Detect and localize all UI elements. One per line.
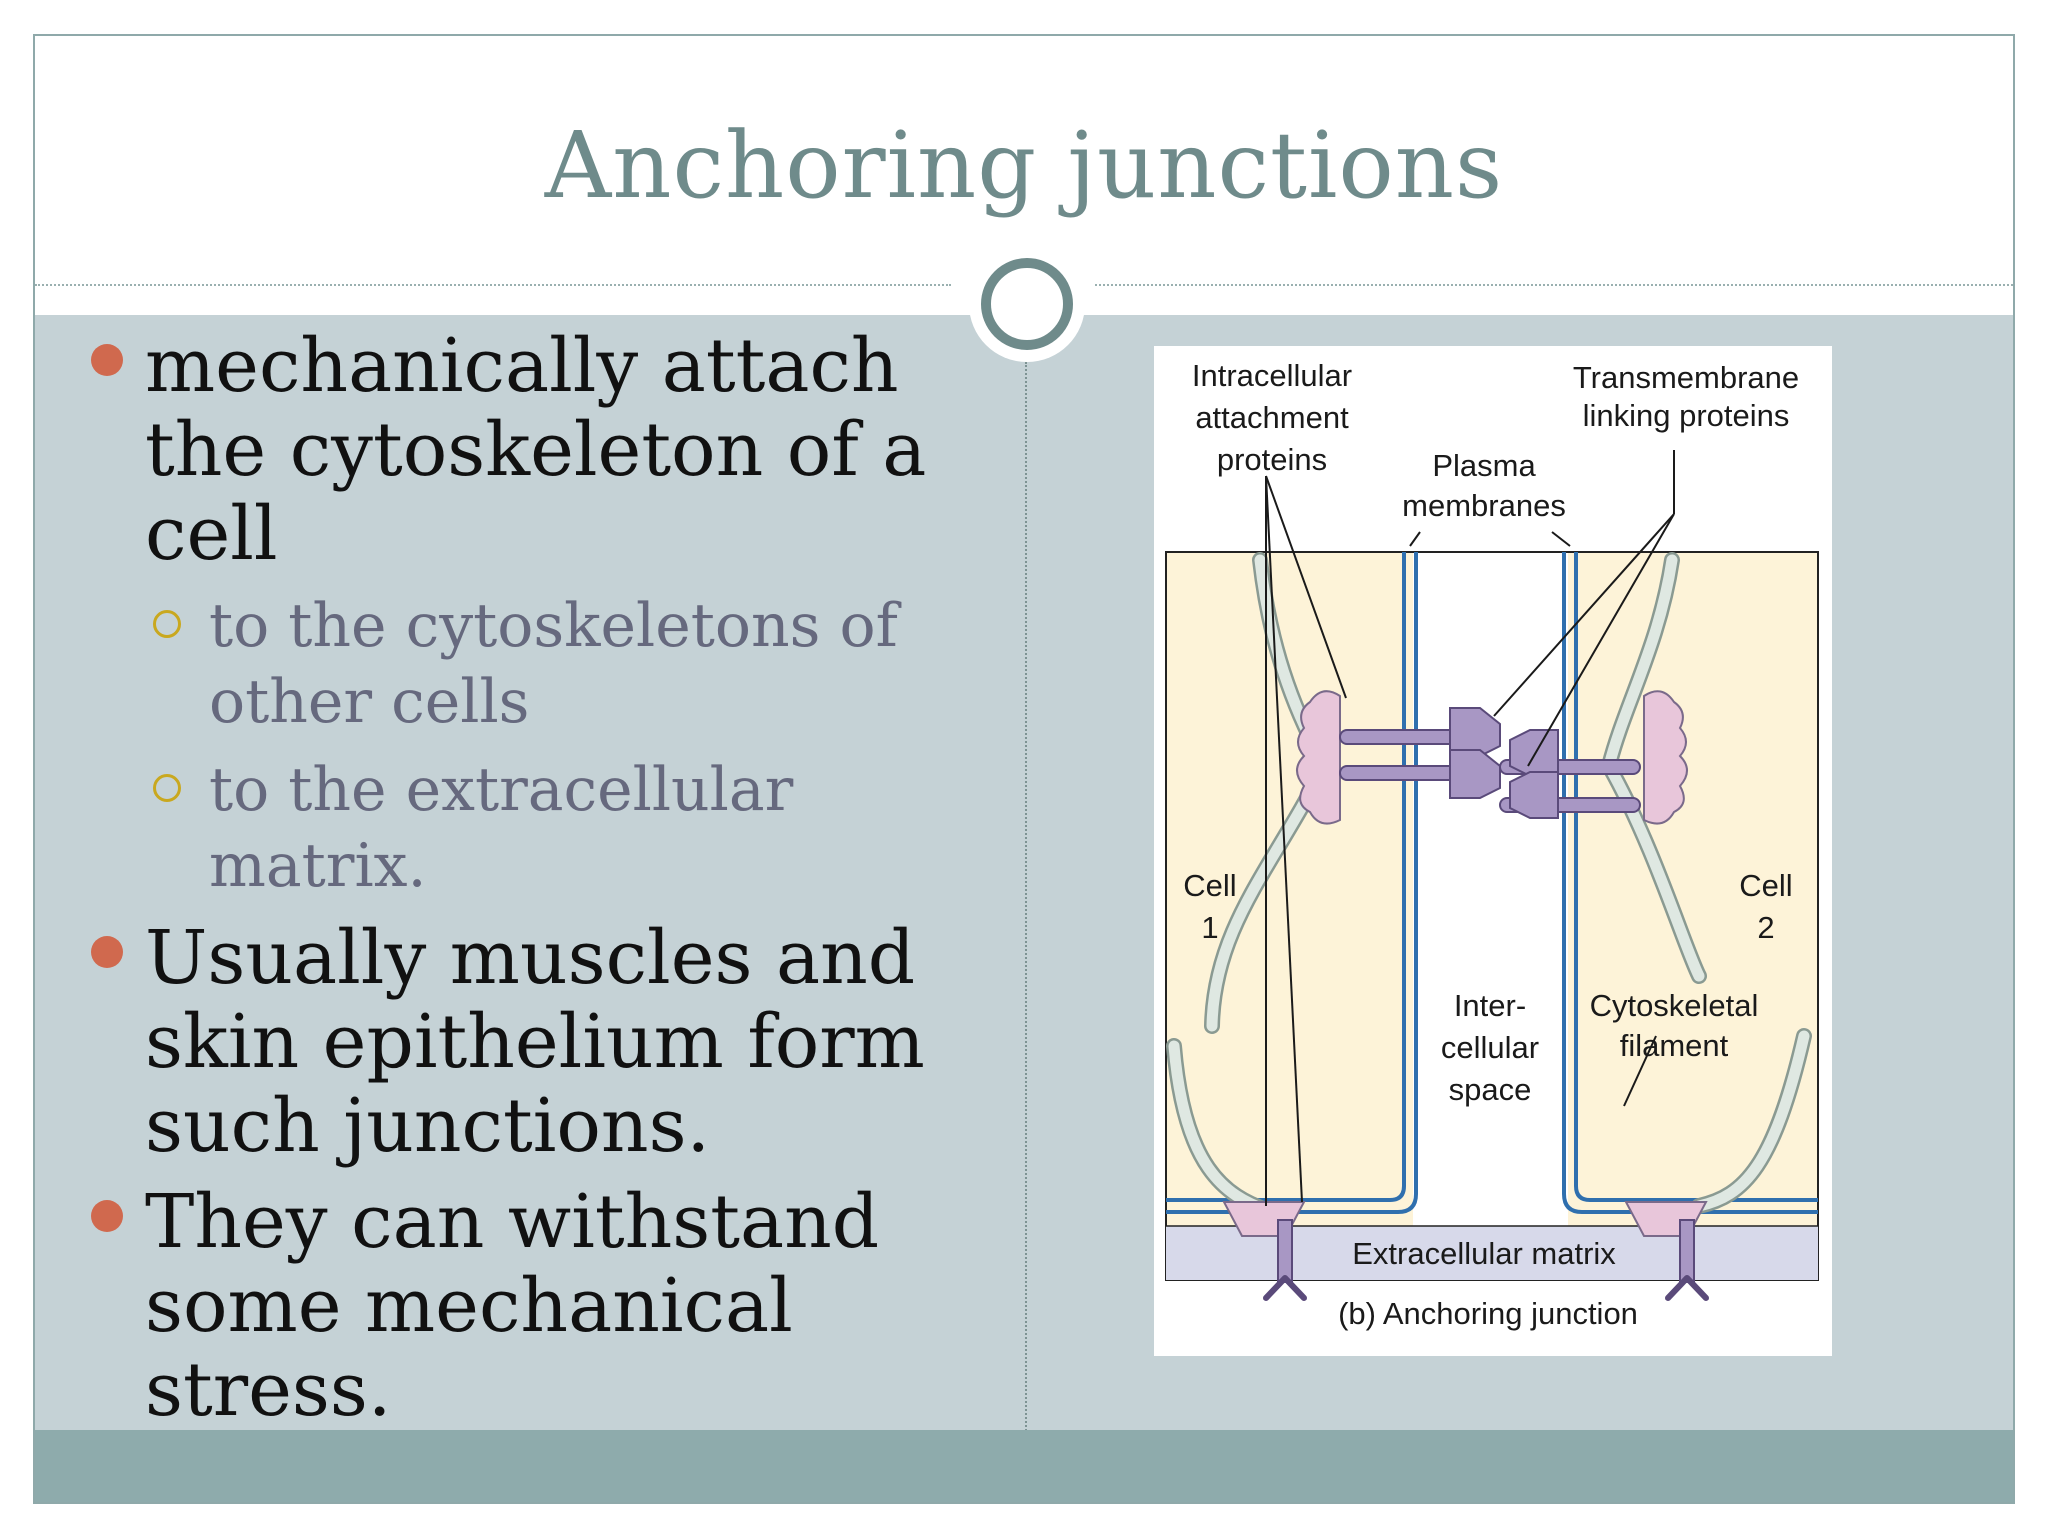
leader-lines — [1265, 450, 1675, 1206]
linker-head-1-icon — [1449, 707, 1501, 757]
bullet-dot-icon — [91, 1200, 123, 1232]
label-intercellular-line-2: cellular — [1441, 1030, 1539, 1065]
label-cell-2-number: 2 — [1757, 910, 1774, 945]
title-circle-ornament — [981, 258, 1073, 350]
sub-bullet-item-2: to the extracellular matrix. — [145, 752, 1025, 904]
bullet-item-1: mechanically attach the cytoskeleton of … — [91, 323, 1025, 577]
label-intracellular-line-3: proteins — [1217, 442, 1327, 477]
label-intracellular-line-2: attachment — [1195, 400, 1349, 435]
column-divider — [1025, 362, 1027, 1467]
bullet-dot-icon — [91, 344, 123, 376]
linker-head-3-icon — [1509, 729, 1559, 777]
cell-1-membrane-inner — [1166, 552, 1406, 1202]
sub-bullet-text: to the extracellular matrix. — [209, 755, 794, 901]
sub-bullet-ring-icon — [153, 610, 181, 638]
sub-bullet-item-1: to the cytoskeletons of other cells — [145, 588, 1025, 740]
bullet-text: Usually muscles and skin epithelium form… — [145, 915, 925, 1169]
linker-head-4-icon — [1509, 771, 1559, 819]
label-plasma-line-2: membranes — [1402, 488, 1566, 523]
label-intercellular-line-1: Inter- — [1454, 988, 1526, 1023]
label-cell-2: Cell — [1739, 868, 1792, 903]
bullet-text: mechanically attach the cytoskeleton of … — [145, 323, 927, 577]
cell-2-membrane-outer — [1562, 552, 1818, 1214]
plasma-membranes — [1166, 552, 1818, 1214]
footer-bar — [35, 1430, 2013, 1502]
label-extracellular-matrix: Extracellular matrix — [1352, 1236, 1616, 1271]
figure-caption: (b) Anchoring junction — [1338, 1296, 1638, 1331]
bullet-item-2: Usually muscles and skin epithelium form… — [91, 915, 1025, 1169]
cell-1-plaque-icon — [1296, 690, 1341, 825]
integrin-stalk-2 — [1679, 1219, 1695, 1283]
anchoring-junction-diagram: Intracellular attachment proteins Transm… — [1165, 358, 1819, 1331]
bullet-list: mechanically attach the cytoskeleton of … — [91, 323, 1025, 1444]
integrin-stalk-1 — [1277, 1219, 1293, 1283]
cell-1-membrane-outer — [1166, 552, 1418, 1214]
label-cytoskeletal-line-1: Cytoskeletal — [1590, 988, 1759, 1023]
label-cell-1: Cell — [1183, 868, 1236, 903]
label-intercellular-line-3: space — [1449, 1072, 1532, 1107]
integrin-forks — [1263, 1275, 1709, 1301]
cell-2-membrane-inner — [1574, 552, 1818, 1202]
sub-bullet-ring-icon — [153, 774, 181, 802]
label-transmembrane-line-2: linking proteins — [1583, 398, 1790, 433]
label-intracellular-line-1: Intracellular — [1192, 358, 1352, 393]
label-transmembrane-line-1: Transmembrane — [1573, 360, 1799, 395]
cell-2-plaque-icon — [1643, 690, 1688, 825]
bullet-dot-icon — [91, 936, 123, 968]
linker-head-2-icon — [1449, 749, 1501, 799]
label-cytoskeletal-line-2: filament — [1620, 1028, 1729, 1063]
slide-title: Anchoring junctions — [544, 112, 1504, 219]
title-divider-right — [1095, 284, 2013, 286]
bullet-text: They can withstand some mechanical stres… — [145, 1179, 880, 1433]
anchoring-junction-figure: Intracellular attachment proteins Transm… — [1154, 346, 1832, 1356]
title-divider-left — [35, 284, 951, 286]
label-plasma-line-1: Plasma — [1432, 448, 1536, 483]
slide: Anchoring junctions mechanically attach … — [33, 34, 2015, 1504]
bullet-item-3: They can withstand some mechanical stres… — [91, 1179, 1025, 1433]
linking-proteins — [1277, 707, 1695, 1283]
label-cell-1-number: 1 — [1201, 910, 1218, 945]
sub-bullet-text: to the cytoskeletons of other cells — [209, 591, 898, 737]
